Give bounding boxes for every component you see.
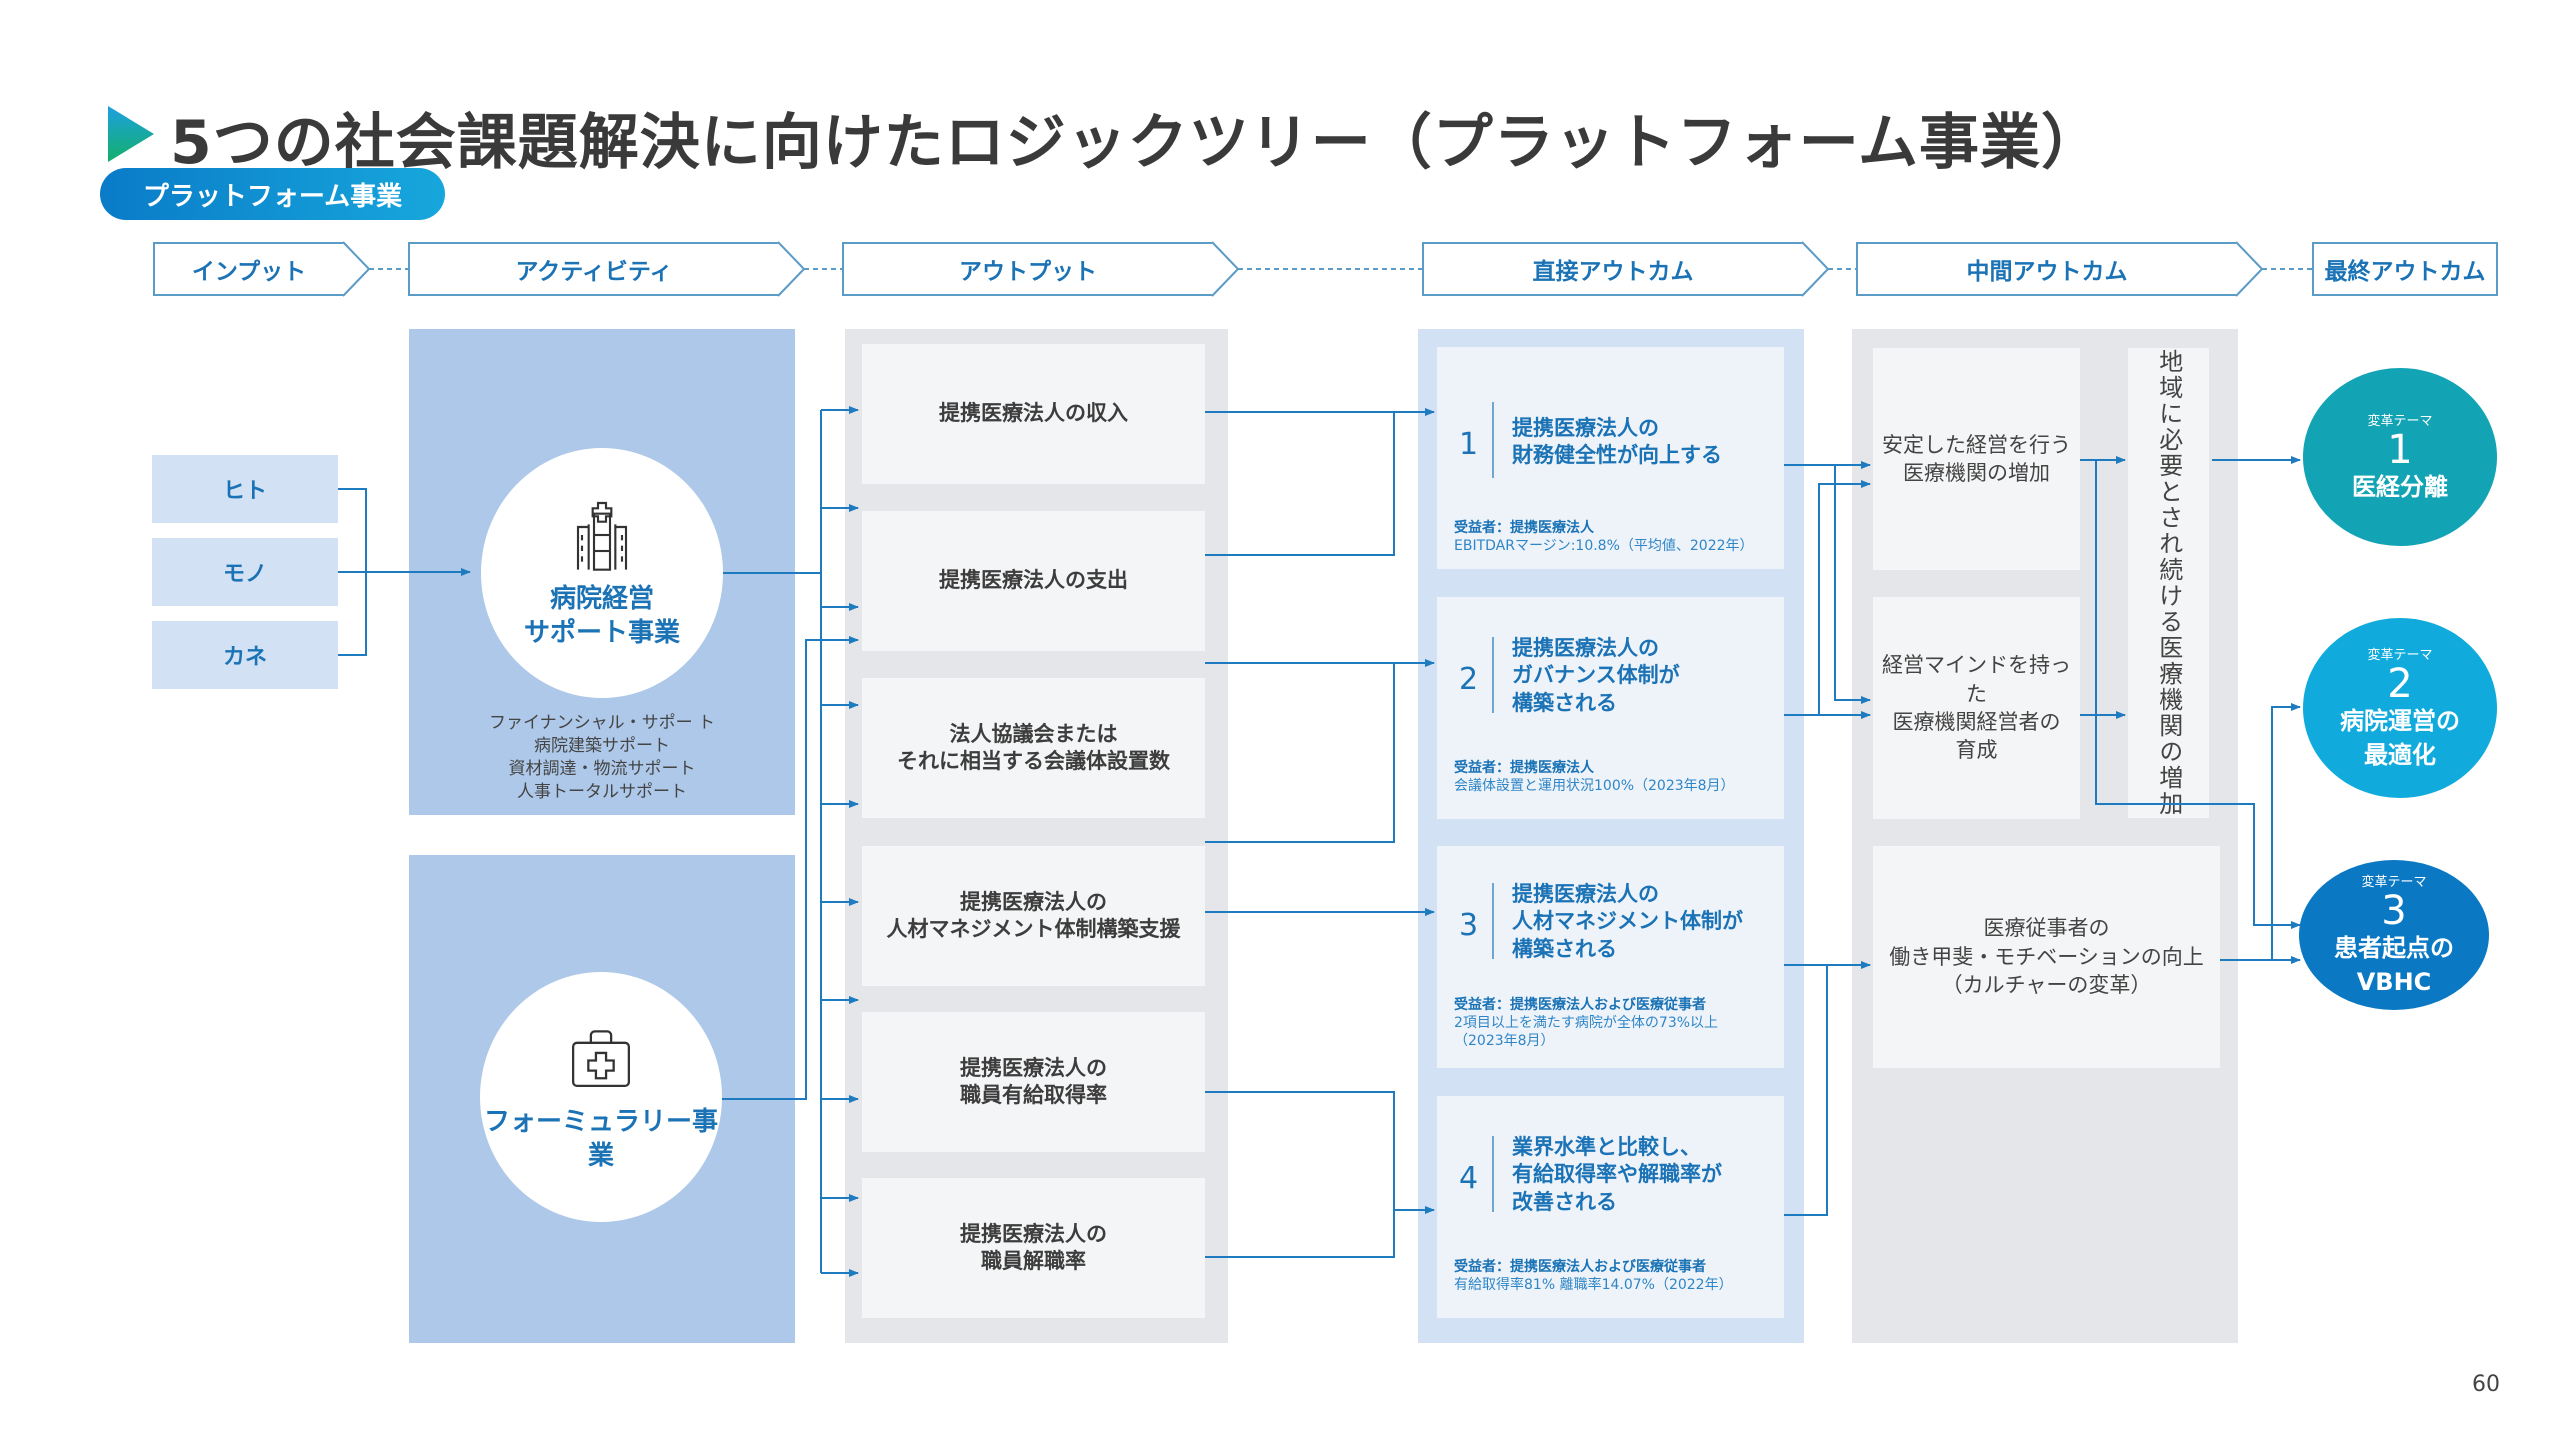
direct-outcome-card-4: 4 業界水準と比較し、 有給取得率や解職率が 改善される 受益者：提携医療法人お… — [1437, 1096, 1784, 1318]
activity-circle-hospital: 病院経営 サポート事業 — [481, 448, 723, 698]
page-number: 60 — [2472, 1372, 2500, 1397]
header-input: インプット — [153, 242, 343, 296]
input-hito: ヒト — [152, 455, 338, 523]
theme-number: 3 — [2381, 887, 2407, 934]
header-activity: アクティビティ — [408, 242, 778, 296]
theme-name: 病院運営の 最適化 — [2340, 706, 2460, 769]
connector — [2095, 460, 2301, 929]
header-output: アウトプット — [842, 242, 1212, 296]
activity-circle-formulary: フォーミュラリー事業 — [480, 972, 722, 1222]
outcome-number: 2 — [1459, 662, 1479, 697]
connector — [1834, 465, 1871, 704]
theme-label: 変革テーマ — [2361, 874, 2427, 890]
outcome-beneficiary: 受益者：提携医療法人 — [1454, 520, 1594, 536]
activity-label-hospital: 病院経営 サポート事業 — [523, 584, 680, 648]
header-direct-outcome: 直接アウトカム — [1422, 242, 1802, 296]
input-mono: モノ — [152, 538, 338, 606]
outcome-beneficiary: 受益者：提携医療法人および医療従事者 — [1454, 997, 1706, 1013]
output-card: 提携医療法人の 職員有給取得率 — [862, 1012, 1205, 1152]
outcome-number: 4 — [1459, 1161, 1479, 1196]
theme-label: 変革テーマ — [2367, 647, 2433, 663]
page-title: 5つの社会課題解決に向けたロジックツリー（プラットフォーム事業） — [170, 108, 2102, 178]
business-tag: プラットフォーム事業 — [100, 168, 445, 220]
outcome-metric: EBITDARマージン:10.8%（平均値、2022年） — [1454, 538, 1754, 554]
theme-label: 変革テーマ — [2367, 413, 2433, 429]
intermediate-card: 安定した経営を行う 医療機関の増加 — [1873, 348, 2080, 570]
outcome-number: 1 — [1459, 427, 1479, 462]
final-outcome-1: 変革テーマ 1 医経分離 — [2303, 368, 2497, 546]
divider — [1492, 402, 1494, 478]
activity-sub-hospital: ファイナンシャル・サポー ト 病院建築サポート 資材調達・物流サポート 人事トー… — [488, 713, 716, 802]
hospital-building-icon — [576, 502, 628, 571]
output-panel — [845, 329, 1228, 1343]
medical-kit-icon — [571, 1030, 631, 1088]
output-card: 提携医療法人の 人材マネジメント体制構築支援 — [862, 846, 1205, 986]
outcome-beneficiary: 受益者：提携医療法人 — [1454, 760, 1594, 776]
connector — [1205, 663, 1395, 843]
final-outcome-3: 変革テーマ 3 患者起点の VBHC — [2299, 860, 2489, 1010]
outcome-metric: 2項目以上を満たす病院が全体の73%以上 （2023年8月） — [1454, 1015, 1719, 1050]
final-outcome-2: 変革テーマ 2 病院運営の 最適化 — [2303, 618, 2497, 798]
direct-outcome-card-1: 1 提携医療法人の 財務健全性が向上する 受益者：提携医療法人 EBITDARマ… — [1437, 347, 1784, 569]
connector — [722, 636, 859, 1100]
divider — [1492, 883, 1494, 959]
connector — [1205, 1091, 1435, 1214]
header-final-outcome: 最終アウトカム — [2312, 242, 2498, 296]
output-card: 提携医療法人の収入 — [862, 344, 1205, 484]
outcome-metric: 有給取得率81% 離職率14.07%（2022年） — [1454, 1277, 1733, 1293]
divider — [1492, 1136, 1494, 1212]
direct-outcome-card-3: 3 提携医療法人の 人材マネジメント体制が 構築される 受益者：提携医療法人およ… — [1437, 846, 1784, 1068]
direct-outcome-card-2: 2 提携医療法人の ガバナンス体制が 構築される 受益者：提携医療法人 会議体設… — [1437, 597, 1784, 819]
output-card: 提携医療法人の 職員解職率 — [862, 1178, 1205, 1318]
connector — [1818, 480, 1871, 715]
divider — [1492, 637, 1494, 713]
connector — [1205, 1210, 1395, 1258]
theme-name: 患者起点の VBHC — [2334, 933, 2454, 996]
intermediate-vertical-card: 地域に必要とされ続ける医療機関の増加 — [2128, 348, 2209, 818]
outcome-metric: 会議体設置と運用状況100%（2023年8月） — [1454, 778, 1735, 794]
outcome-title: 業界水準と比較し、 有給取得率や解職率が 改善される — [1512, 1135, 1722, 1214]
header-intermediate-outcome: 中間アウトカム — [1856, 242, 2236, 296]
theme-name: 医経分離 — [2352, 472, 2448, 501]
connector — [1784, 965, 1828, 1216]
intermediate-card: 経営マインドを持った 医療機関経営者の 育成 — [1873, 597, 2080, 819]
outcome-title: 提携医療法人の 財務健全性が向上する — [1512, 416, 1722, 468]
connector — [2271, 703, 2301, 960]
theme-number: 2 — [2387, 660, 2413, 707]
outcome-beneficiary: 受益者：提携医療法人および医療従事者 — [1454, 1259, 1706, 1275]
output-card: 提携医療法人の支出 — [862, 511, 1205, 651]
activity-label-formulary: フォーミュラリー事業 — [483, 1107, 718, 1171]
input-kane: カネ — [152, 621, 338, 689]
connector — [1205, 412, 1395, 556]
intermediate-card: 医療従事者の 働き甲斐・モチベーションの向上 （カルチャーの変革） — [1873, 846, 2220, 1068]
outcome-title: 提携医療法人の ガバナンス体制が 構築される — [1512, 636, 1680, 715]
outcome-title: 提携医療法人の 人材マネジメント体制が 構築される — [1512, 882, 1743, 961]
intermediate-vertical-text: 地域に必要とされ続ける医療機関の増加 — [2154, 349, 2183, 817]
theme-number: 1 — [2387, 426, 2413, 473]
output-card: 法人協議会または それに相当する会議体設置数 — [862, 678, 1205, 818]
outcome-number: 3 — [1459, 908, 1479, 943]
